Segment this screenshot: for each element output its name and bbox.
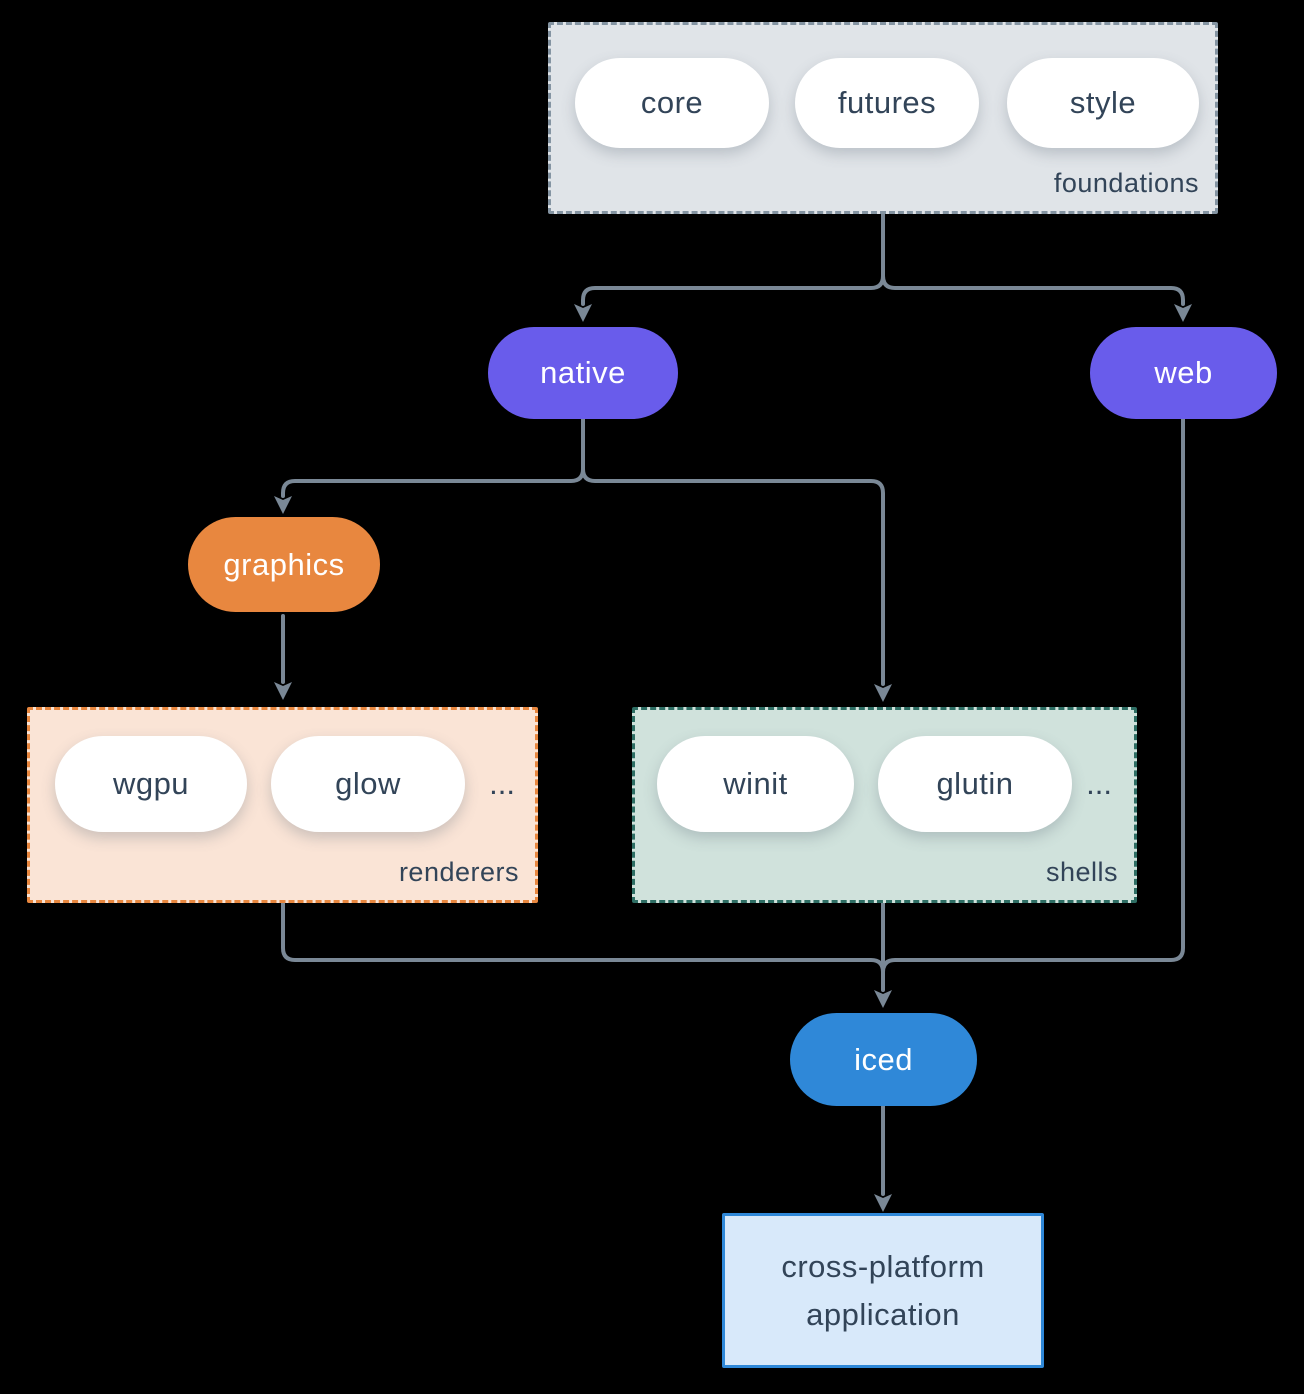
arrowhead-native bbox=[574, 304, 592, 322]
group-shells: winit glutin ... shells bbox=[632, 707, 1137, 903]
node-glow: glow bbox=[271, 736, 465, 832]
node-application: cross-platform application bbox=[722, 1213, 1044, 1368]
connector-native-to-shells bbox=[581, 467, 885, 686]
arrowhead-web bbox=[1174, 304, 1192, 322]
arrowhead-shells bbox=[874, 684, 892, 702]
connector-native-to-graphics bbox=[281, 467, 585, 498]
node-wgpu: wgpu bbox=[55, 736, 247, 832]
node-style: style bbox=[1007, 58, 1199, 148]
connector-renderers-to-iced bbox=[281, 901, 885, 974]
application-label-line2: application bbox=[806, 1296, 960, 1332]
arrowhead-renderers bbox=[274, 682, 292, 700]
node-iced: iced bbox=[790, 1013, 977, 1106]
connector-foundations-to-web bbox=[881, 274, 1185, 306]
arrowhead-application bbox=[874, 1194, 892, 1212]
group-foundations-label: foundations bbox=[1053, 168, 1199, 198]
shells-ellipsis: ... bbox=[1086, 766, 1112, 801]
arrowhead-iced bbox=[874, 990, 892, 1008]
node-native: native bbox=[488, 327, 678, 419]
renderers-ellipsis: ... bbox=[489, 766, 515, 801]
node-winit: winit bbox=[657, 736, 854, 832]
group-shells-label: shells bbox=[1045, 857, 1118, 887]
node-web: web bbox=[1090, 327, 1277, 419]
node-glutin: glutin bbox=[878, 736, 1072, 832]
node-core: core bbox=[575, 58, 769, 148]
application-label-line1: cross-platform bbox=[781, 1248, 985, 1284]
arrowhead-graphics bbox=[274, 496, 292, 514]
group-renderers-label: renderers bbox=[398, 857, 519, 887]
group-renderers: wgpu glow ... renderers bbox=[27, 707, 538, 903]
node-graphics: graphics bbox=[188, 517, 380, 612]
connector-foundations-to-native bbox=[581, 274, 885, 306]
group-foundations: core futures style foundations bbox=[548, 22, 1218, 214]
node-futures: futures bbox=[795, 58, 979, 148]
